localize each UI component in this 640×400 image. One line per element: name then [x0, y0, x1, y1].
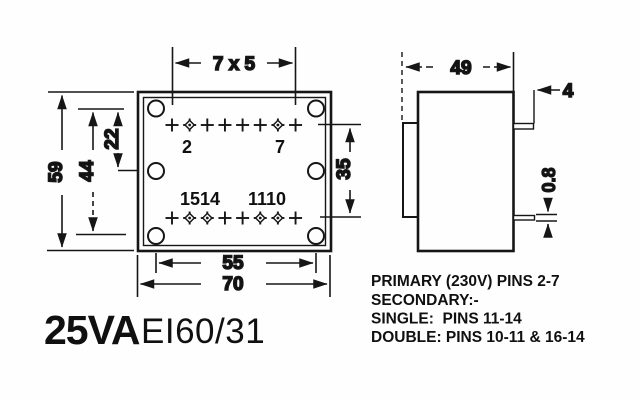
dim-label-4: 4 [563, 81, 574, 102]
pin-row-bottom [165, 211, 303, 225]
dim-label-35: 35 [334, 158, 355, 180]
pin-diamond-dot [276, 216, 280, 220]
dim-label-pin-pitch: 7 x 5 [213, 54, 256, 75]
pin-label-1514: 1514 [180, 189, 220, 209]
dim-row-gap-35: 35 [318, 123, 361, 218]
dim-width-70: 70 [136, 255, 331, 297]
dim-label-59: 59 [46, 161, 67, 182]
mounting-hole [307, 99, 325, 118]
top-view-inner-outline [142, 96, 327, 247]
dim-label-55: 55 [222, 253, 244, 274]
mounting-hole [307, 227, 325, 245]
mounting-hole [147, 227, 165, 245]
dim-pin-pitch: 7 x 5 [171, 47, 297, 105]
dim-hole-width-55: 55 [155, 252, 317, 275]
dim-label-44: 44 [77, 160, 98, 182]
dim-pin-length-4: 4 [533, 80, 575, 124]
pin-row-top [165, 118, 303, 132]
dim-depth-49: 49 [401, 52, 515, 122]
dim-hole-mid-22: 22 [101, 111, 137, 172]
mounting-hole [147, 99, 165, 118]
top-view-outline [136, 90, 333, 253]
pin-label-2: 2 [182, 137, 192, 157]
side-view-body [416, 90, 515, 253]
pin-diamond-dot [188, 123, 192, 127]
note-secondary: SECONDARY:- [371, 292, 479, 309]
mounting-hole [147, 162, 165, 180]
dim-pin-thickness-08: 0.8 [536, 167, 560, 238]
side-pin-bottom [512, 214, 536, 221]
pin-diamond-dot [188, 216, 192, 220]
pin-label-1110: 1110 [248, 189, 286, 209]
note-single: SINGLE: PINS 11-14 [371, 311, 522, 328]
dim-label-22: 22 [102, 128, 123, 149]
dim-label-08: 0.8 [539, 167, 559, 192]
notes-block: PRIMARY (230V) PINS 2-7 SECONDARY:- SING… [371, 273, 585, 346]
dim-label-70: 70 [222, 274, 243, 295]
title-model-number: EI60/31 [141, 312, 265, 351]
top-view: 2 7 1514 1110 [136, 90, 333, 253]
title-power-rating: 25VA [44, 307, 140, 353]
side-view-flange [402, 122, 419, 218]
pin-diamond-dot [276, 123, 280, 127]
mounting-hole [307, 162, 325, 180]
side-pin-top [512, 122, 535, 130]
note-double: DOUBLE: PINS 10-11 & 16-14 [371, 329, 585, 346]
pin-label-7: 7 [275, 137, 285, 157]
pin-diamond-dot [205, 216, 209, 220]
pin-diamond-dot [258, 216, 262, 220]
note-primary: PRIMARY (230V) PINS 2-7 [371, 273, 560, 290]
title-block: 25VA EI60/31 [44, 307, 265, 353]
dim-height-59: 59 [45, 91, 134, 252]
side-view [402, 90, 536, 253]
dim-label-49: 49 [450, 58, 471, 79]
dim-hole-height-44: 44 [76, 108, 126, 236]
